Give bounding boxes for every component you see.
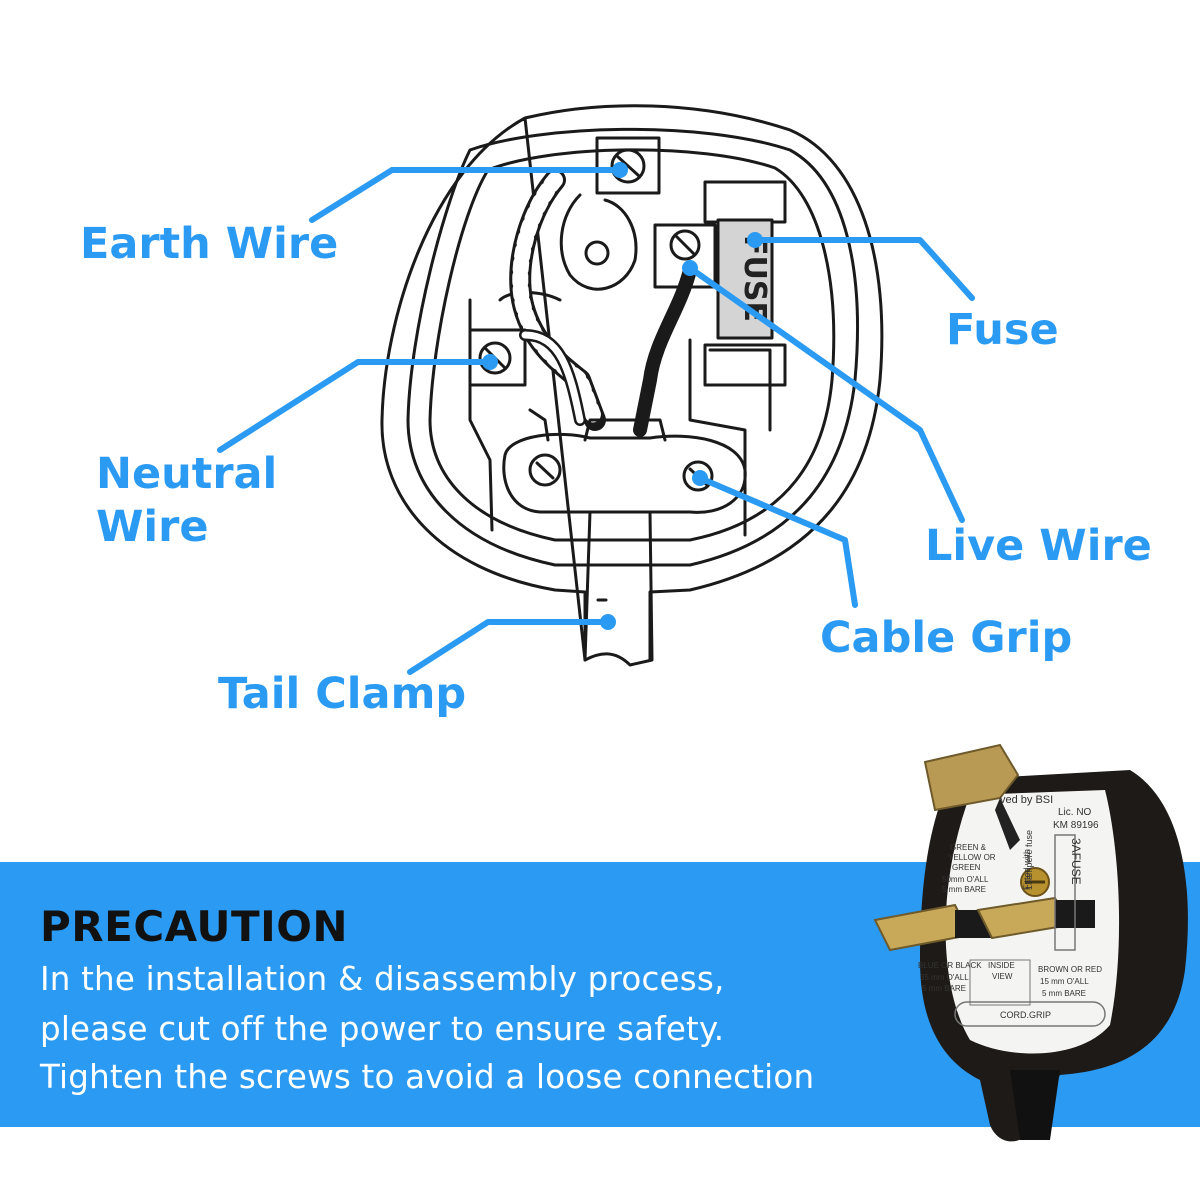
cable-grip-bar <box>502 432 747 514</box>
photo-brown-1: BROWN OR RED <box>1038 965 1102 974</box>
plug-outer-body <box>380 104 884 662</box>
tail-clamp-marker <box>600 614 616 630</box>
earth-marker <box>612 162 628 178</box>
fuse-leader-line <box>752 237 975 301</box>
fuse-lettering: FUSE <box>737 235 772 322</box>
tail-clamp-leader-line <box>407 619 611 675</box>
plug-cable <box>1010 1070 1060 1140</box>
tail-clamp-label: Tail Clamp <box>218 669 467 719</box>
cable-grip-marker <box>692 470 708 486</box>
photo-lic-text: Lic. NO <box>1058 807 1092 818</box>
neutral-wire-label-line1: Neutral <box>96 449 278 499</box>
earth-wire-label: Earth Wire <box>80 219 339 269</box>
precaution-line-2: please cut off the power to ensure safet… <box>40 1010 725 1048</box>
photo-blue-3: 5 mm BARE <box>922 984 966 993</box>
live-marker <box>682 260 698 276</box>
photo-green-1: GREEN & <box>950 843 987 852</box>
live-wire-label: Live Wire <box>925 521 1152 571</box>
photo-blue-1: BLUE OR BLACK <box>918 961 982 970</box>
photo-cord-grip: CORD.GRIP <box>1000 1010 1051 1020</box>
cable-tail <box>583 510 654 667</box>
photo-green-4: 50mm O'ALL <box>942 875 989 884</box>
photo-brown-2: 15 mm O'ALL <box>1040 977 1089 986</box>
neutral-marker <box>482 354 498 370</box>
photo-inside-2: VIEW <box>992 972 1013 981</box>
fuse-label: Fuse <box>946 305 1059 355</box>
neutral-wire-label-line2: Wire <box>96 502 209 553</box>
photo-approved-text: ved by BSI <box>1000 794 1053 806</box>
photo-fuse-rating: 3AFUSE <box>1069 838 1083 885</box>
photo-blue-2: 35 mm O'ALL <box>920 973 969 982</box>
photo-km-text: KM 89196 <box>1053 820 1099 831</box>
precaution-title: PRECAUTION <box>40 902 349 951</box>
cable-grip-label: Cable Grip <box>820 613 1073 663</box>
photo-fitted-1: Fitted with <box>1022 849 1032 890</box>
fuse-marker <box>747 232 763 248</box>
photo-green-2: YELLOW OR <box>948 853 996 862</box>
plug-photo: ved by BSI Lic. NO KM 89196 GREEN & YELL… <box>873 743 1188 1142</box>
photo-brown-3: 5 mm BARE <box>1042 989 1086 998</box>
plug-inner-rim <box>406 127 859 567</box>
precaution-line-3: Tighten the screws to avoid a loose conn… <box>40 1058 815 1096</box>
photo-inside-1: INSIDE <box>988 961 1015 970</box>
earth-leader-line <box>309 167 623 223</box>
neutral-wire-label: Neutral Wire <box>96 449 278 553</box>
photo-green-3: GREEN <box>952 863 981 872</box>
photo-green-5: 5 mm BARE <box>942 885 986 894</box>
earth-pin <box>923 743 1020 812</box>
precaution-line-1: In the installation & disassembly proces… <box>40 960 725 998</box>
cable-grip-leader-line <box>697 475 858 608</box>
photo-fitted-2: 13ampere fuse <box>1024 830 1034 890</box>
live-leader-line <box>687 265 965 523</box>
neutral-leader-line <box>217 359 493 453</box>
